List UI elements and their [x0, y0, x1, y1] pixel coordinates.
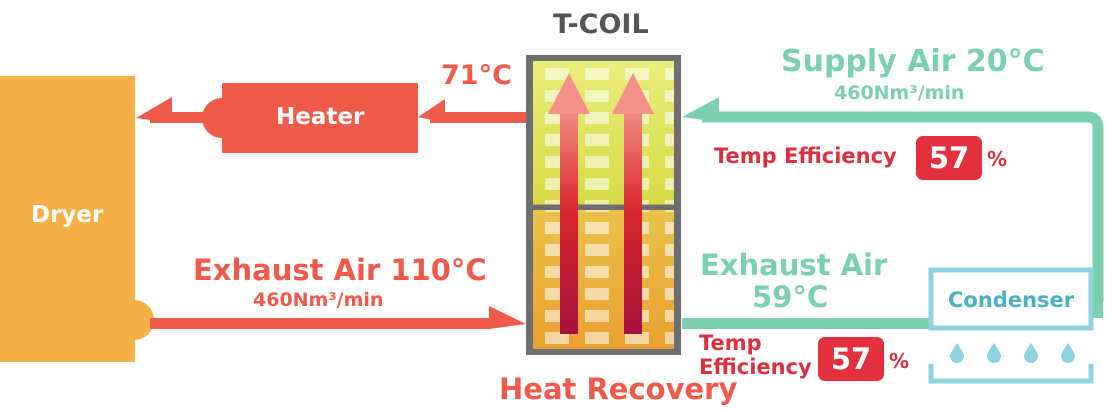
water-drop-icon — [950, 343, 964, 363]
condenser-label: Condenser — [948, 288, 1075, 312]
supply-air-arrow — [682, 97, 1104, 318]
efficiency-top-unit: % — [987, 147, 1008, 171]
exhaust-out-temp: 59°C — [752, 280, 829, 314]
dryer-label: Dryer — [31, 202, 104, 228]
heat-recovery-label: Heat Recovery — [499, 372, 738, 406]
exhaust-out-duct — [682, 318, 929, 329]
up-arrow-icon — [548, 73, 590, 334]
exhaust-in-flow: 460Nm³/min — [253, 289, 384, 311]
water-drop-icon — [1024, 343, 1038, 363]
dryer-unit — [0, 76, 154, 362]
exhaust-out-label: Exhaust Air — [700, 248, 888, 282]
condenser-unit — [928, 267, 1094, 384]
supply-air-flow: 460Nm³/min — [834, 82, 965, 104]
water-drop-icon — [1061, 343, 1075, 363]
up-arrow-icon — [612, 73, 654, 334]
exhaust-in-label: Exhaust Air 110°C — [193, 253, 487, 287]
heated-air-arrow — [418, 99, 527, 123]
heater-label: Heater — [276, 104, 365, 130]
supply-air-label: Supply Air 20°C — [781, 44, 1045, 79]
efficiency-top-label: Temp Efficiency — [714, 144, 897, 168]
efficiency-bottom-unit: % — [889, 349, 910, 373]
efficiency-top-value: 57 — [916, 136, 982, 180]
exhaust-in-arrow — [150, 306, 526, 329]
coil-title: T-COIL — [553, 9, 649, 40]
heater-temp-label: 71°C — [441, 60, 512, 91]
efficiency-bottom-value: 57 — [818, 337, 884, 381]
water-drop-icon — [987, 343, 1001, 363]
efficiency-bottom-label-line1: Temp — [699, 331, 762, 355]
t-coil — [526, 55, 681, 355]
heater-unit — [202, 83, 418, 153]
dryer-inlet-arrow — [136, 97, 208, 123]
efficiency-bottom-label-line2: Efficiency — [699, 355, 812, 379]
